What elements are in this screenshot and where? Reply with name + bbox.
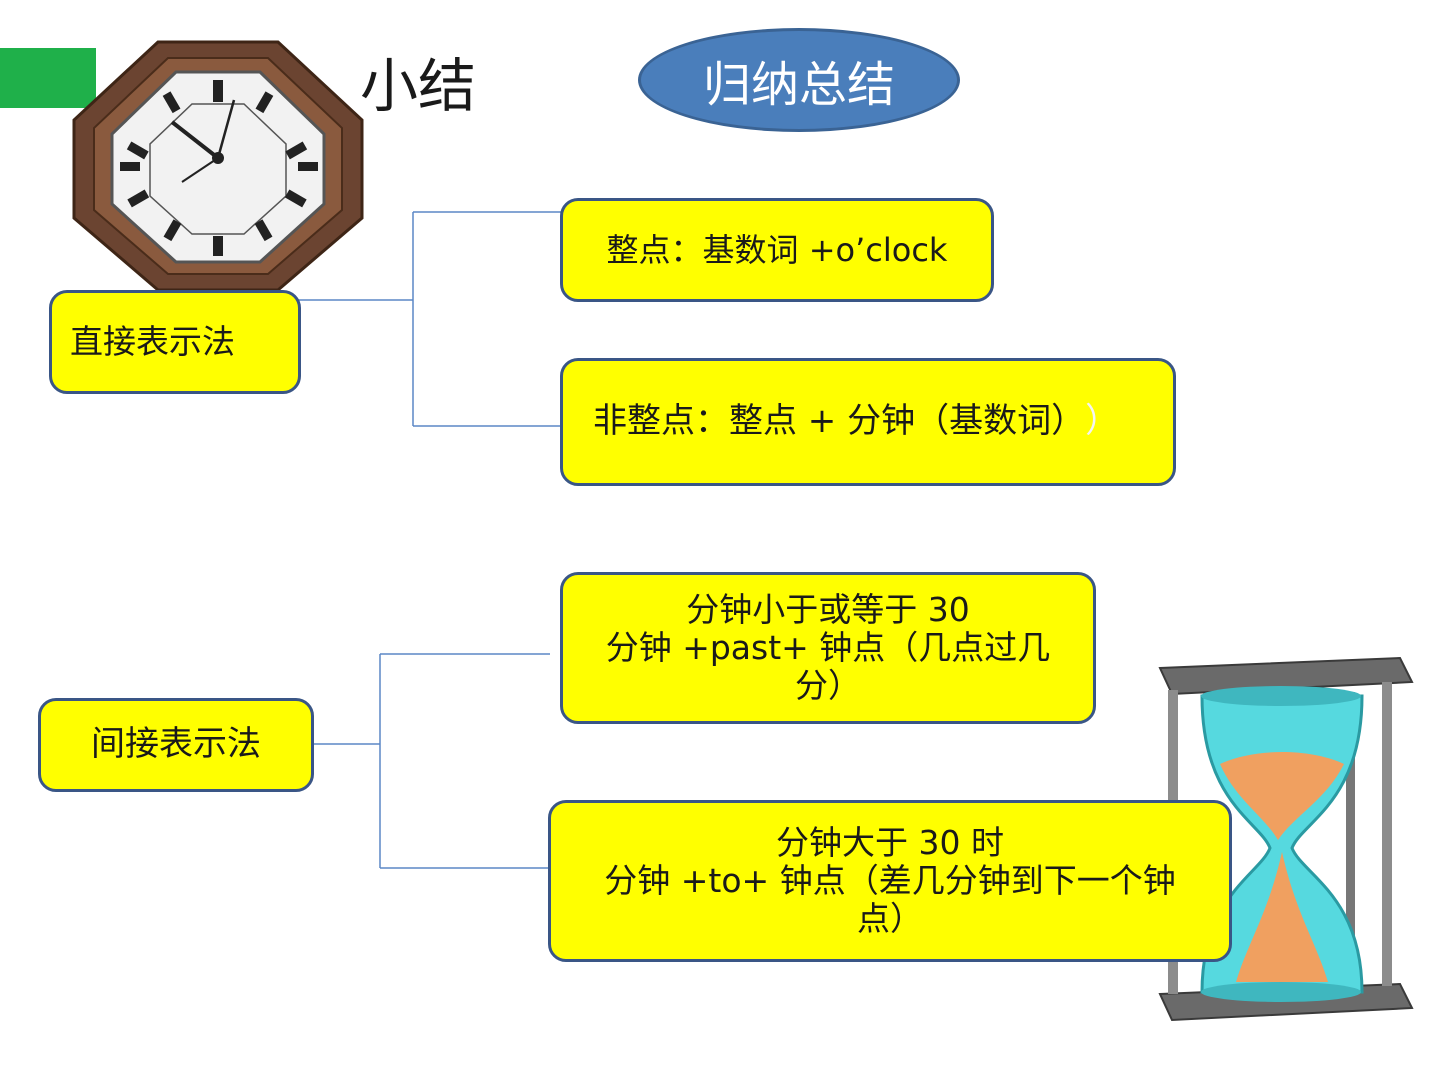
past-hour-text: 非整点：整点 + 分钟（基数词） xyxy=(593,401,1086,442)
past-rule-box: 分钟小于或等于 30 分钟 +past+ 钟点（几点过几 分） xyxy=(560,572,1096,724)
direct-method-label: 直接表示法 xyxy=(70,322,235,362)
past-hour-trailing-paren: ） xyxy=(1085,401,1120,442)
page-title: 小结 xyxy=(360,52,477,120)
past-rule-line-1: 分钟小于或等于 30 xyxy=(686,590,970,630)
hourglass-icon xyxy=(1158,656,1414,1022)
summary-badge: 归纳总结 xyxy=(638,28,960,132)
accent-bar xyxy=(0,48,96,108)
indirect-method-box: 间接表示法 xyxy=(38,698,314,792)
past-rule-line-3: 分） xyxy=(795,665,861,705)
to-rule-line-1: 分钟大于 30 时 xyxy=(776,823,1004,863)
past-hour-box: 非整点：整点 + 分钟（基数词）） xyxy=(560,358,1176,486)
indirect-method-label: 间接表示法 xyxy=(91,724,261,765)
to-rule-line-2: 分钟 +to+ 钟点（差几分钟到下一个钟 xyxy=(604,861,1176,901)
direct-method-box: 直接表示法 xyxy=(49,290,301,394)
on-the-hour-box: 整点：基数词 +o’clock xyxy=(560,198,994,302)
past-rule-line-2: 分钟 +past+ 钟点（几点过几 xyxy=(605,628,1051,668)
to-rule-line-3: 点） xyxy=(857,898,923,938)
on-the-hour-text: 整点：基数词 +o’clock xyxy=(606,230,948,269)
to-rule-box: 分钟大于 30 时 分钟 +to+ 钟点（差几分钟到下一个钟 点） xyxy=(548,800,1232,962)
